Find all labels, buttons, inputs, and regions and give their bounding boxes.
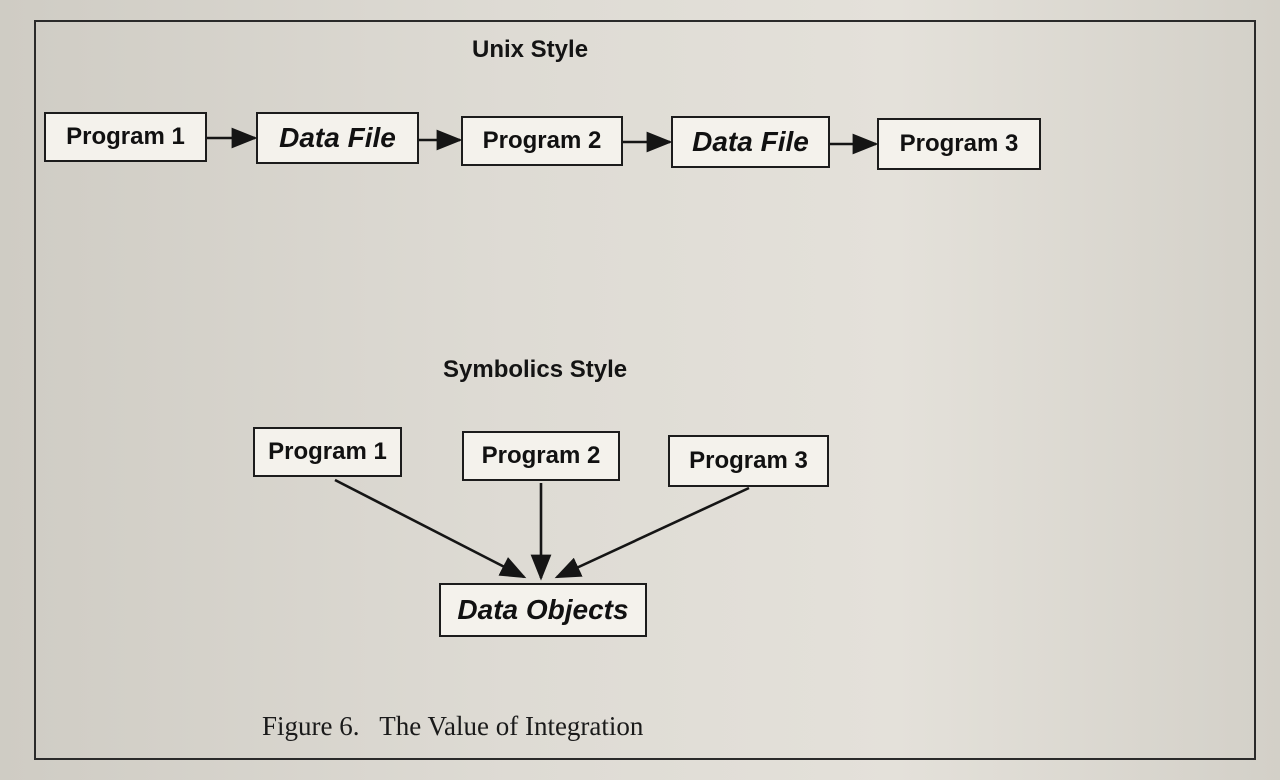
- unix-style-title: Unix Style: [472, 36, 589, 63]
- unix-program-1-box: Program 1: [44, 112, 207, 162]
- symbolics-style-title: Symbolics Style: [443, 356, 628, 383]
- data-objects-box: Data Objects: [439, 583, 647, 637]
- unix-data-file-1-box: Data File: [256, 112, 419, 164]
- symbolics-program-1-box: Program 1: [253, 427, 402, 477]
- figure-caption: Figure 6. The Value of Integration: [262, 711, 644, 741]
- arrow-program3-to-dataobjects: [554, 486, 750, 579]
- symbolics-program-2-box: Program 2: [462, 431, 620, 481]
- symbolics-program-3-box: Program 3: [668, 435, 829, 487]
- unix-data-file-2-box: Data File: [671, 116, 830, 168]
- figure-frame: [34, 20, 1256, 760]
- arrow-program1-to-dataobjects: [334, 478, 527, 579]
